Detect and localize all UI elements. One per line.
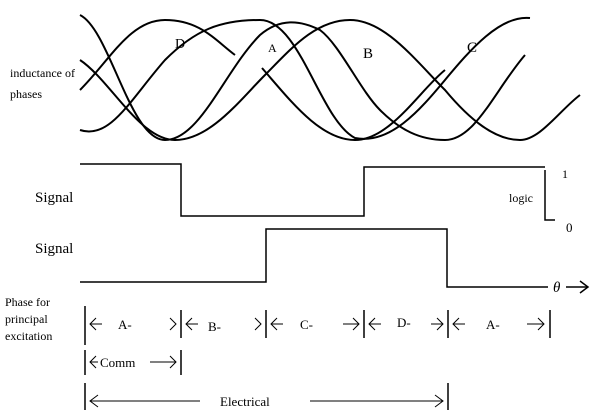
phase-letter-d: D <box>175 37 185 52</box>
interval-arrows <box>89 317 545 331</box>
phase-b-inductance-curve <box>79 16 531 140</box>
phase-c-inductance-curve <box>79 18 581 142</box>
interval-label-b: B- <box>208 319 221 334</box>
phase-letter-a: A <box>268 41 277 55</box>
signal-2-label: Signal <box>35 241 73 257</box>
phase-letter-c: C <box>467 40 477 56</box>
inductance-label-line-2: phases <box>10 87 42 101</box>
phase-label-line-2: principal <box>5 312 48 326</box>
comm-interval <box>84 350 182 375</box>
inductance-label-line-1: inductance of <box>10 66 75 80</box>
theta-label: θ <box>553 280 561 296</box>
interval-dividers <box>84 306 551 345</box>
comm-label: Comm <box>100 355 135 370</box>
phase-a-inductance-curve <box>79 14 526 142</box>
logic-high-label: 1 <box>562 167 568 181</box>
phase-letter-b: B <box>363 46 373 62</box>
inductance-waveforms <box>79 14 581 142</box>
phase-label-line-3: excitation <box>5 329 52 343</box>
interval-label-a-1: A- <box>118 317 132 332</box>
electrical-label: Electrical <box>220 394 270 409</box>
signal-1-label: Signal <box>35 190 73 206</box>
interval-label-c: C- <box>300 317 313 332</box>
logic-label: logic <box>509 191 533 205</box>
logic-scale <box>544 170 555 221</box>
signal-2-waveform <box>80 228 548 288</box>
phase-label-line-1: Phase for <box>5 295 50 309</box>
electrical-interval <box>84 383 449 410</box>
interval-label-a-2: A- <box>486 317 500 332</box>
logic-low-label: 0 <box>566 220 573 235</box>
signal-1-waveform <box>80 163 545 217</box>
phase-d-inductance-curve <box>79 18 446 142</box>
theta-arrow-icon <box>566 280 590 294</box>
interval-label-d: D- <box>397 315 411 330</box>
